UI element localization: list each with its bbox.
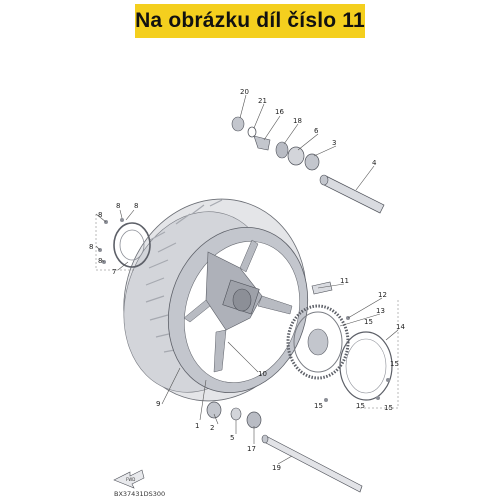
axle-part-4 <box>319 174 385 214</box>
callout-11: 11 <box>340 277 349 285</box>
callout-3: 3 <box>332 139 336 147</box>
callout-5: 5 <box>230 434 234 442</box>
callout-1: 1 <box>195 422 199 430</box>
callout-8-d: 8 <box>89 243 93 251</box>
callout-8-c: 8 <box>134 202 138 210</box>
callout-20: 20 <box>240 88 249 96</box>
diagram-code: BX37431DS300 <box>114 490 165 498</box>
leader-lines <box>95 94 399 465</box>
callout-2: 2 <box>210 424 214 432</box>
callout-15-c: 15 <box>384 404 393 412</box>
part-number-banner: Na obrázku díl číslo 11 <box>135 4 365 38</box>
callout-7: 7 <box>112 268 116 276</box>
callout-18: 18 <box>293 117 302 125</box>
callout-14: 14 <box>396 323 405 331</box>
front-arrow-label: FWD <box>126 477 135 482</box>
callout-12: 12 <box>378 291 387 299</box>
callout-15-e: 15 <box>314 402 323 410</box>
callout-10: 10 <box>258 370 267 378</box>
ring-plate-part-14 <box>339 331 393 401</box>
axle-part-19 <box>261 434 363 493</box>
banner-text: Na obrázku díl číslo 11 <box>135 9 365 32</box>
callout-15-a: 15 <box>364 318 373 326</box>
brake-disc-part-7 <box>113 222 151 268</box>
front-direction-arrow: FWD <box>113 469 145 489</box>
callout-labels: 20 21 16 18 6 3 4 8 8 8 8 8 7 11 12 13 1… <box>89 88 405 472</box>
small-parts <box>98 116 390 429</box>
callout-21: 21 <box>258 97 267 105</box>
callout-8-a: 8 <box>98 211 102 219</box>
callout-4: 4 <box>372 159 377 167</box>
callout-8-b: 8 <box>116 202 120 210</box>
callout-9: 9 <box>156 400 160 408</box>
callout-6: 6 <box>314 127 319 135</box>
wheel-rim <box>167 226 309 394</box>
callout-15-d: 15 <box>356 402 365 410</box>
callout-19: 19 <box>272 464 281 472</box>
callout-13: 13 <box>376 307 385 315</box>
callout-15-b: 15 <box>390 360 399 368</box>
callout-17: 17 <box>247 445 256 453</box>
callout-8-e: 8 <box>98 257 102 265</box>
callout-16: 16 <box>275 108 284 116</box>
